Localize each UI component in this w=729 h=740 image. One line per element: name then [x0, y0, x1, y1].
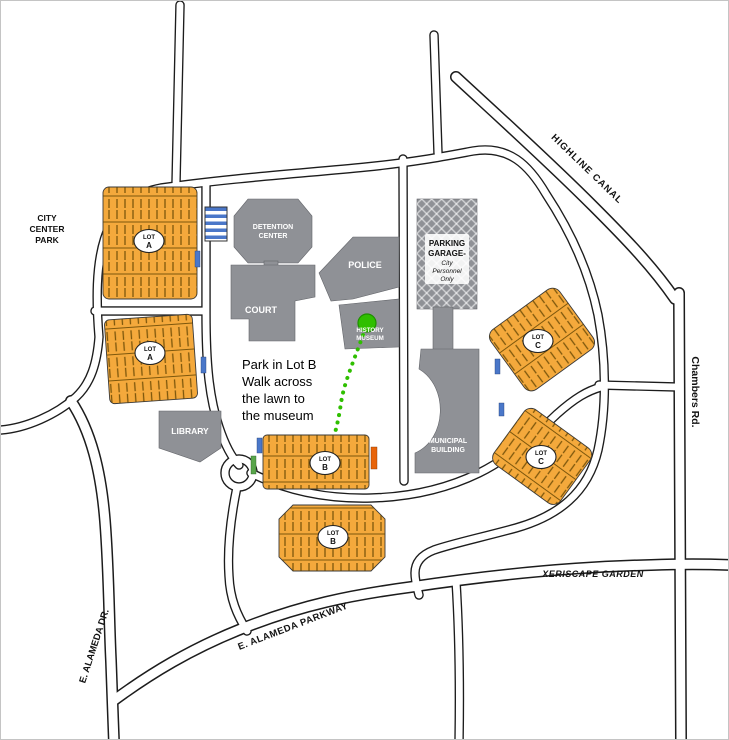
- city-center-park-label-line3: PARK: [35, 235, 59, 245]
- accent-marker-green: [250, 455, 257, 475]
- museum-label-line1: HISTORY: [356, 327, 384, 334]
- accent-marker-blue-5: [498, 402, 505, 417]
- parking-lots: LOT A LOT A LOT B LOT B: [102, 186, 596, 572]
- right-connector-road-surface: [599, 385, 677, 387]
- museum-marker-dot: [357, 313, 377, 333]
- lot-c-top-label-word: LOT: [532, 335, 544, 341]
- garage-label-panel: [425, 234, 469, 284]
- lot-a-top-label-letter: A: [146, 241, 152, 250]
- municipal-building: [414, 348, 480, 474]
- garage-label-line3: City: [441, 260, 453, 267]
- court-label: COURT: [245, 305, 277, 315]
- accent-marker-blue-4: [494, 358, 501, 375]
- lot-c-bottom-label-letter: C: [538, 457, 544, 466]
- canal-spur-road-surface: [434, 35, 438, 153]
- alameda-parkway-surface: [113, 564, 729, 701]
- garage-label-line2: GARAGE-: [428, 249, 466, 258]
- note-line2: Walk across: [242, 374, 313, 389]
- lot-a-bottom-badge: [134, 340, 166, 366]
- walking-path-dotted: [333, 333, 365, 435]
- accent-marker-orange: [370, 446, 378, 470]
- lot-b-mid-label-word: LOT: [319, 457, 331, 463]
- detention-center-building: [233, 198, 313, 264]
- center-interior-road-surface: [403, 159, 404, 481]
- accent-markers: [194, 250, 505, 475]
- note-line4: the museum: [242, 408, 314, 423]
- lot-a-top-badge: [133, 228, 165, 254]
- garage-label-line4: Personnel: [432, 268, 462, 275]
- xeriscape-garden-label: XERISCAPE GARDEN: [541, 569, 644, 579]
- police-building: [318, 236, 400, 302]
- striped-structure: [204, 206, 228, 242]
- lot-c-top-badge: [522, 328, 554, 354]
- alameda-dr-surface: [71, 401, 114, 740]
- bottom-exit-road-surface: [456, 581, 459, 740]
- parking-lot-c-top: LOT C: [488, 287, 596, 392]
- chambers-rd-label: Chambers Rd.: [689, 356, 701, 427]
- note-line1: Park in Lot B: [242, 357, 316, 372]
- library-building: [158, 410, 222, 463]
- accent-marker-blue-1: [194, 250, 201, 268]
- lot-c-top-label-letter: C: [535, 341, 541, 350]
- chambers-rd-surface: [679, 293, 681, 740]
- parking-lot-b-bottom: LOT B: [278, 504, 386, 572]
- lot-a-bottom-label-word: LOT: [144, 347, 156, 353]
- garage-label-line5: Only: [440, 276, 454, 283]
- museum-label-line2: MUSEUM: [356, 335, 384, 342]
- accent-marker-blue-2: [200, 356, 207, 374]
- garage-label-line1: PARKING: [429, 239, 465, 248]
- city-center-park-label-line2: CENTER: [30, 224, 65, 234]
- accent-marker-blue-3: [256, 437, 263, 454]
- police-label: POLICE: [348, 260, 382, 270]
- top-entry-road-surface: [176, 5, 180, 183]
- note-line3: the lawn to: [242, 391, 305, 406]
- city-center-park-label-line1: CITY: [37, 213, 57, 223]
- parking-lot-a-top: LOT A: [102, 186, 198, 300]
- detention-label-line2: CENTER: [259, 233, 288, 240]
- lot-b-bottom-label-letter: B: [330, 537, 336, 546]
- lot-b-bottom-label-word: LOT: [327, 531, 339, 537]
- lot-c-bottom-badge: [525, 444, 557, 470]
- lot-b-bottom-badge: [317, 524, 349, 550]
- municipal-label-line2: BUILDING: [431, 447, 465, 454]
- court-building: [230, 264, 316, 342]
- garage-municipal-connector: [432, 306, 454, 352]
- lot-a-bottom-label-letter: A: [147, 353, 153, 362]
- instruction-note: Park in Lot B Walk across the lawn to th…: [242, 357, 316, 423]
- library-label: LIBRARY: [171, 426, 209, 436]
- parking-lot-a-bottom: LOT A: [104, 313, 198, 405]
- lot-a-top-label-word: LOT: [143, 235, 155, 241]
- parking-lot-c-bottom: LOT C: [492, 407, 593, 505]
- lot-b-mid-badge: [309, 450, 341, 476]
- lot-b-mid-label-letter: B: [322, 463, 328, 472]
- parking-lot-b-mid: LOT B: [262, 434, 370, 490]
- detention-label-line1: DETENTION: [253, 224, 293, 231]
- municipal-label-line1: MUNICIPAL: [429, 438, 468, 445]
- building-labels: DETENTION CENTER COURT POLICE HISTORY MU…: [171, 224, 469, 454]
- lot-c-bottom-label-word: LOT: [535, 451, 547, 457]
